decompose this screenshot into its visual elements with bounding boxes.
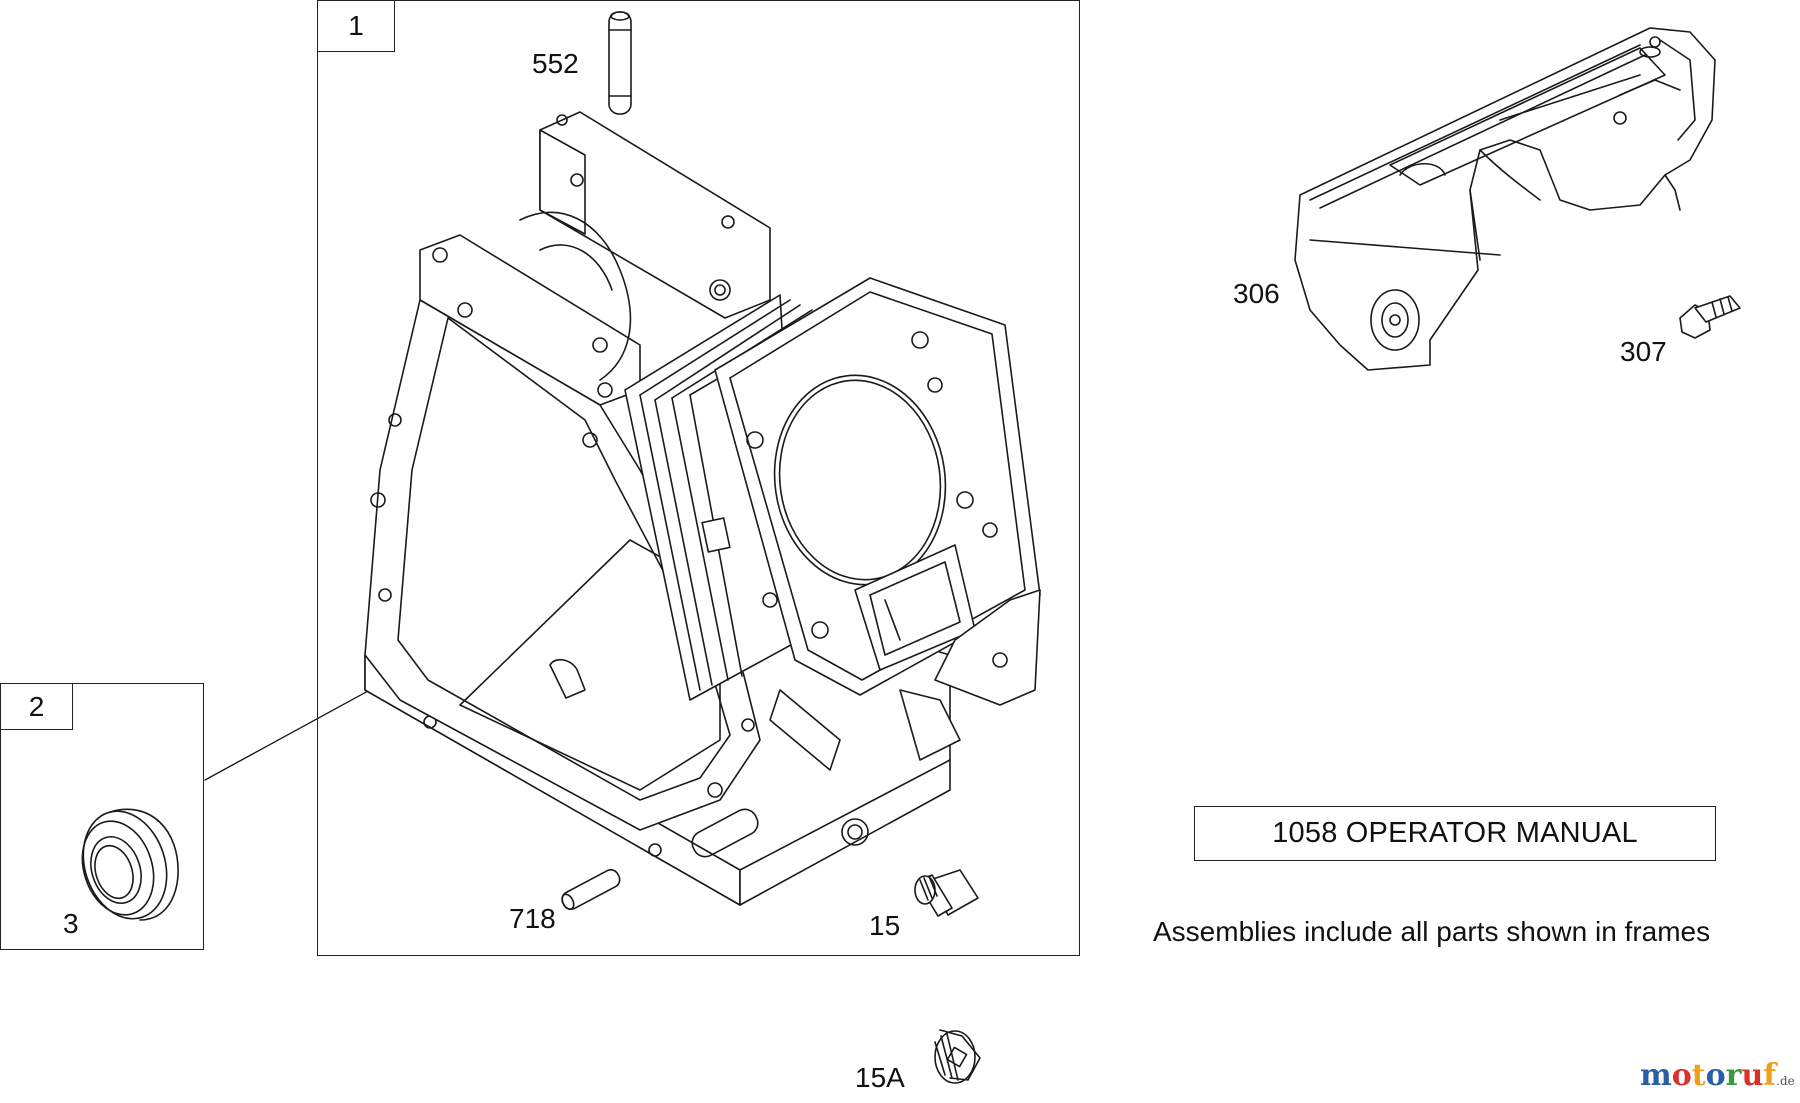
screw-307 — [1679, 295, 1741, 339]
callout-307: 307 — [1620, 336, 1667, 367]
assembly-frame-2 — [0, 683, 204, 950]
watermark-letter: f — [1763, 1058, 1777, 1093]
cylinder-block — [364, 111, 1041, 906]
watermark-logo: motoruf.de — [1640, 1058, 1795, 1093]
watermark-letter: r — [1725, 1058, 1742, 1093]
frame-number-2: 2 — [1, 684, 73, 730]
callout-15: 15 — [869, 910, 901, 941]
frame-number-1: 1 — [318, 1, 395, 52]
plug-15 — [914, 869, 979, 917]
watermark-letter: o — [1705, 1058, 1726, 1093]
dowel-pin-552 — [608, 11, 632, 115]
callout-718: 718 — [509, 903, 556, 934]
callout-552: 552 — [532, 48, 579, 79]
watermark-letter: o — [1671, 1058, 1692, 1093]
operator-manual-box: 1058 OPERATOR MANUAL — [1194, 806, 1716, 861]
seal-3 — [81, 808, 179, 921]
watermark-suffix: .de — [1776, 1074, 1795, 1088]
shroud-306 — [1294, 27, 1716, 371]
plug-15a — [934, 1029, 981, 1084]
assembly-frame-1 — [317, 0, 1080, 956]
callout-15a: 15A — [855, 1062, 905, 1093]
callout-306: 306 — [1233, 278, 1280, 309]
watermark-letter: u — [1741, 1058, 1764, 1093]
watermark-letter: m — [1640, 1058, 1672, 1093]
assemblies-note: Assemblies include all parts shown in fr… — [1153, 916, 1711, 947]
pin-718 — [561, 869, 621, 911]
callout-3: 3 — [63, 908, 79, 939]
watermark-letter: t — [1691, 1058, 1706, 1093]
